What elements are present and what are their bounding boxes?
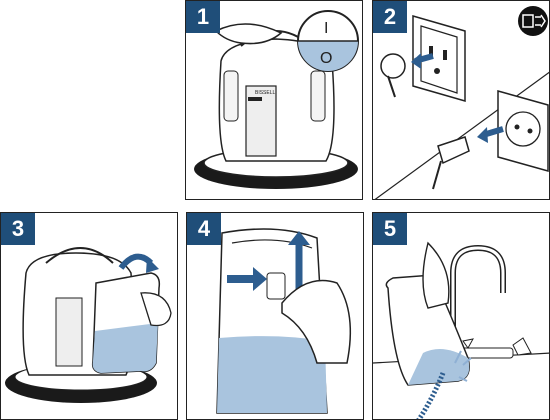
step-4-badge: 4 <box>187 213 221 245</box>
brand-label: BISSELL <box>255 90 276 96</box>
switch-off-mark: O <box>320 50 332 67</box>
release-tank-illustration <box>216 228 352 414</box>
step-5-panel: 5 <box>372 212 550 420</box>
step-2-panel: 2 <box>372 0 550 200</box>
step-1-badge: 1 <box>186 1 220 33</box>
remove-tank-illustration <box>5 247 172 403</box>
step-3-badge: 3 <box>1 213 35 245</box>
step-2-badge: 2 <box>373 1 407 33</box>
switch-on-mark: I <box>324 20 328 37</box>
power-switch-off-illustration: BISSELL I O <box>194 10 359 189</box>
step-5-badge: 5 <box>373 213 407 245</box>
unplug-illustration <box>374 6 549 199</box>
step-1-panel: 1 BISSELL I O <box>185 0 363 200</box>
empty-tank-sink-illustration <box>373 241 549 419</box>
step-3-panel: 3 <box>0 212 178 420</box>
step-4-panel: 4 <box>186 212 364 420</box>
